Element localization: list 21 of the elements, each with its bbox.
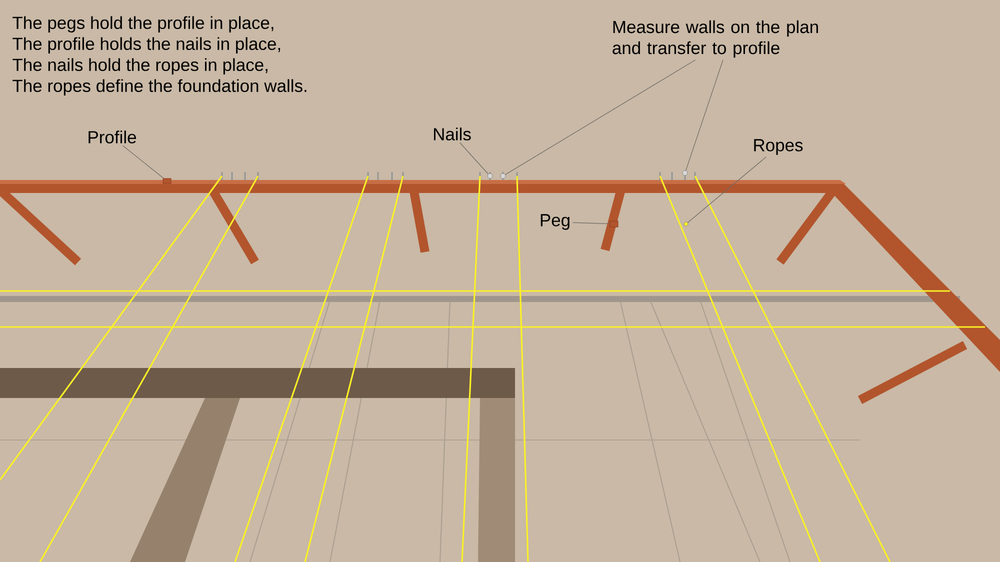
note-text: The ropes define the foundation walls. [12,79,306,96]
leader-line [687,156,766,223]
callout-label: Measure walls on the plan and transfer to profile [612,20,818,58]
rope-point [684,222,688,226]
leader-line [686,60,724,171]
leader-line [505,60,696,175]
nail-head [682,170,688,176]
callout-label: Ropes [754,139,803,155]
leader-line [122,145,164,179]
callout-label: Profile [88,130,136,144]
callout-label: Peg [540,214,570,230]
peg [610,220,618,228]
note-text: The nails hold the ropes in place, [12,58,268,75]
profile-beam [162,178,172,184]
nail-head [487,173,493,179]
note-text: The profile holds the nails in place, [12,37,280,54]
callout-label: Nails [434,128,471,140]
note-text: The pegs hold the profile in place, [12,16,274,33]
leader-line [572,222,610,224]
leader-line [460,142,488,174]
nail-head [500,173,506,179]
